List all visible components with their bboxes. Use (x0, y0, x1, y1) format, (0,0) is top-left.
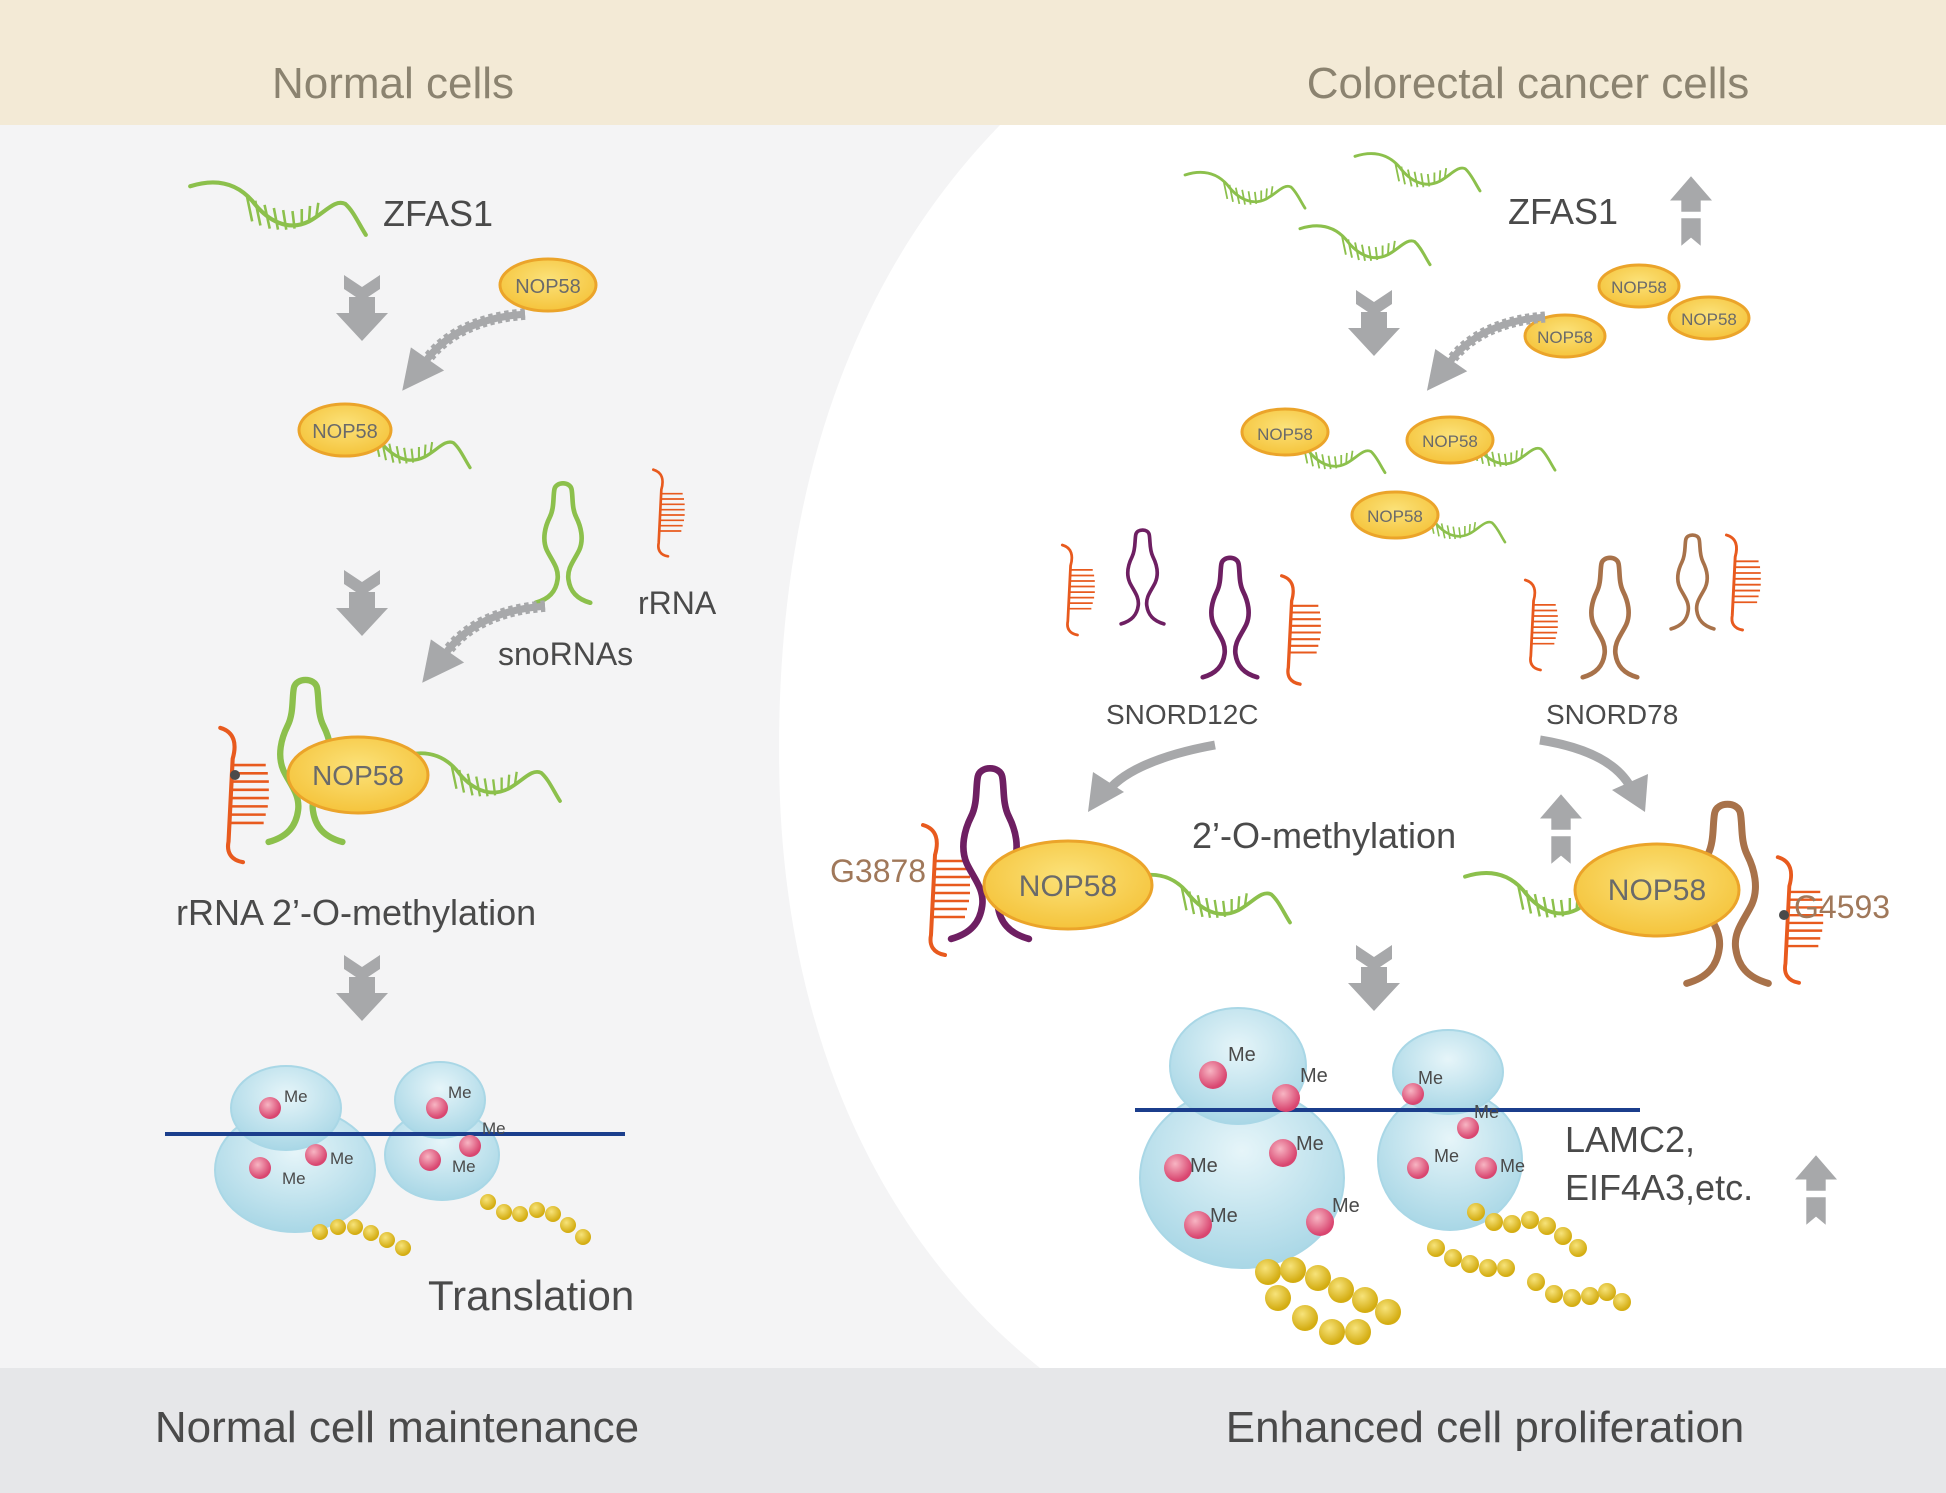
svg-text:Me: Me (448, 1083, 472, 1102)
snord12c-label: SNORD12C (1106, 699, 1258, 730)
nop58-protein: NOP58 (1667, 295, 1751, 341)
header-band (0, 0, 1946, 125)
svg-text:Me: Me (452, 1157, 476, 1176)
header-left-title: Normal cells (272, 59, 514, 108)
svg-text:Me: Me (1500, 1156, 1525, 1176)
svg-text:NOP58: NOP58 (312, 421, 378, 443)
svg-text:NOP58: NOP58 (1611, 278, 1667, 297)
nop58-zfas1-complex: NOP58 (1350, 490, 1440, 540)
methylation-label: 2’-O-methylation (1192, 815, 1456, 856)
right-pathway: ZFAS1 NOP58 NOP58 NOP58 NOP58 NOP58 (830, 152, 1890, 1345)
footer-right-text: Enhanced cell proliferation (1226, 1403, 1745, 1452)
translation-label: Translation (428, 1272, 634, 1319)
svg-text:NOP58: NOP58 (312, 760, 404, 791)
rrna-methylation-label: rRNA 2’-O-methylation (176, 892, 536, 933)
svg-text:NOP58: NOP58 (515, 276, 581, 298)
site-g4593-label: G4593 (1794, 889, 1890, 925)
svg-text:NOP58: NOP58 (1257, 425, 1313, 444)
curved-arrow-icon (1088, 740, 1216, 812)
zfas1-label-left: ZFAS1 (383, 193, 493, 234)
svg-text:Me: Me (282, 1169, 306, 1188)
snord12c-methylation-complex: NOP58 (923, 768, 1290, 955)
svg-text:Me: Me (1228, 1044, 1256, 1066)
peptide-chain-right (1255, 1203, 1631, 1345)
svg-text:Me: Me (1300, 1065, 1328, 1087)
svg-text:Me: Me (1418, 1068, 1443, 1088)
svg-text:NOP58: NOP58 (1019, 870, 1117, 903)
snord78-methylation-complex: NOP58 (1465, 804, 1823, 983)
svg-text:NOP58: NOP58 (1681, 310, 1737, 329)
nop58-zfas1-complex: NOP58 (1405, 415, 1495, 465)
peptide-chain-left (312, 1194, 591, 1256)
nop58-zfas1-complex: NOP58 (1240, 407, 1330, 457)
svg-text:Me: Me (1434, 1146, 1459, 1166)
methylation-complex-left: NOP58 (220, 680, 560, 862)
left-pathway: ZFAS1 NOP58 NOP58 rRNA snoRNAs NOP58 rRN… (165, 182, 717, 1319)
svg-text:Me: Me (1474, 1102, 1499, 1122)
nop58-protein: NOP58 (1523, 313, 1607, 359)
curved-arrow-icon (1539, 735, 1648, 812)
nop58-protein: NOP58 (1597, 263, 1681, 309)
svg-text:Me: Me (330, 1149, 354, 1168)
svg-text:NOP58: NOP58 (1367, 507, 1423, 526)
targets-label-line1: LAMC2, (1565, 1119, 1695, 1160)
ribosomes-right: Me Me Me Me Me Me Me Me Me Me (1135, 1007, 1640, 1269)
targets-label-line2: EIF4A3,etc. (1565, 1167, 1753, 1208)
rrna-label: rRNA (638, 585, 717, 621)
footer-band (0, 1368, 1946, 1493)
snord78-label: SNORD78 (1546, 699, 1678, 730)
footer-left-text: Normal cell maintenance (155, 1403, 639, 1452)
svg-text:Me: Me (1332, 1195, 1360, 1217)
svg-text:Me: Me (1210, 1205, 1238, 1227)
zfas1-label-right: ZFAS1 (1508, 191, 1618, 232)
site-g3878-label: G3878 (830, 853, 926, 889)
header-right-title: Colorectal cancer cells (1307, 59, 1750, 108)
nop58-protein: NOP58 (498, 257, 598, 313)
svg-text:NOP58: NOP58 (1537, 328, 1593, 347)
svg-text:Me: Me (482, 1119, 506, 1138)
svg-text:NOP58: NOP58 (1422, 432, 1478, 451)
ribosomes-left: Me Me Me Me Me Me (165, 1061, 625, 1233)
nop58-zfas1-complex: NOP58 (297, 402, 393, 458)
snornas-label: snoRNAs (498, 636, 633, 672)
svg-text:Me: Me (284, 1087, 308, 1106)
svg-text:Me: Me (1296, 1133, 1324, 1155)
svg-text:Me: Me (1190, 1155, 1218, 1177)
svg-text:NOP58: NOP58 (1608, 874, 1706, 907)
